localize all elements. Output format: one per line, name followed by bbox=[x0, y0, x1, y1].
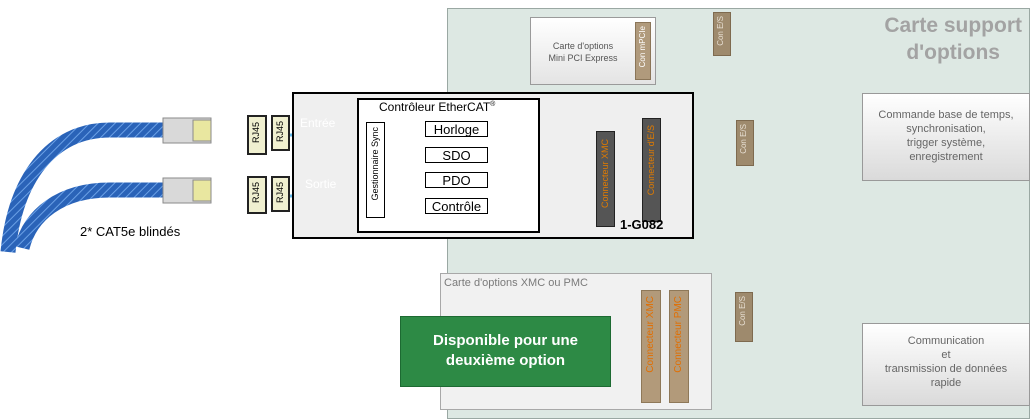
timebase-line3: trigger système, bbox=[906, 137, 986, 149]
io-connector-bottom: Con E/S bbox=[735, 292, 753, 342]
io-connector-mid-label: Con E/S bbox=[739, 124, 748, 154]
block-controle: Contrôle bbox=[425, 198, 488, 214]
controller-title-text: Contrôleur EtherCAT bbox=[379, 100, 491, 114]
cable-plug-rj45-a-label: RJ45 bbox=[251, 122, 261, 144]
support-title-line1: Carte support bbox=[884, 14, 1022, 37]
block-horloge: Horloge bbox=[425, 121, 488, 137]
mini-pci-label-line2: Mini PCI Express bbox=[548, 53, 618, 63]
timebase-line1: Commande base de temps, bbox=[878, 109, 1014, 121]
communication-box: Communication et transmission de données… bbox=[862, 323, 1030, 406]
rj45-output-label: RJ45 bbox=[275, 182, 285, 204]
ethernet-cables bbox=[0, 115, 267, 253]
controller-title: Contrôleur EtherCAT® bbox=[379, 100, 495, 114]
available-line1: Disponible pour une bbox=[433, 332, 578, 349]
controller-code: 1-G082 bbox=[620, 217, 664, 232]
io-connector-mid: Con E/S bbox=[736, 120, 754, 166]
io-connector-bottom-label: Con E/S bbox=[738, 296, 747, 326]
timebase-line2: synchronisation, bbox=[906, 123, 986, 135]
cable-label: 2* CAT5e blindés bbox=[80, 224, 181, 239]
block-pdo: PDO bbox=[425, 172, 488, 188]
block-sdo: SDO bbox=[425, 147, 488, 163]
mini-pci-label: Carte d'options Mini PCI Express bbox=[535, 40, 631, 64]
available-option-slot: Disponible pour une deuxième option bbox=[400, 316, 611, 387]
rj45-output-port: RJ45 bbox=[271, 176, 290, 212]
support-title-line2: d'options bbox=[906, 41, 1000, 64]
support-board-title: Carte support d'options bbox=[884, 12, 1022, 66]
mini-pci-label-line1: Carte d'options bbox=[552, 41, 614, 51]
input-label: Entrée bbox=[300, 116, 336, 130]
rj45-input-port: RJ45 bbox=[271, 115, 290, 151]
xmc-board-pmc-connector: Connecteur PMC bbox=[669, 290, 689, 403]
mini-pci-card: Carte d'options Mini PCI Express Con mPC… bbox=[530, 17, 656, 85]
mpcie-connector-label: Con mPCIe bbox=[638, 26, 647, 68]
io-connector-top-label: Con E/S bbox=[716, 16, 725, 46]
timebase-box: Commande base de temps, synchronisation,… bbox=[862, 93, 1030, 181]
xmc-pmc-card-label: Carte d'options XMC ou PMC bbox=[444, 277, 588, 289]
controller-io-connector: Connecteur d'E/S bbox=[642, 118, 661, 222]
controller-xmc-connector-label: Connecteur XMC bbox=[600, 139, 610, 209]
controller-io-connector-label: Connecteur d'E/S bbox=[646, 125, 656, 196]
controller-xmc-connector: Connecteur XMC bbox=[596, 131, 615, 227]
mpcie-connector: Con mPCIe bbox=[635, 22, 651, 80]
registered-mark: ® bbox=[490, 101, 496, 108]
comm-line1: Communication bbox=[907, 335, 985, 347]
comm-line2: et bbox=[941, 349, 951, 361]
rj45-input-label: RJ45 bbox=[275, 121, 285, 143]
timebase-line4: enregistrement bbox=[909, 151, 983, 163]
io-connector-top: Con E/S bbox=[713, 12, 731, 56]
cable-plug-rj45-b-label: RJ45 bbox=[251, 182, 261, 204]
sync-manager-label: Gestionnaire Sync bbox=[370, 127, 380, 201]
output-label: Sortie bbox=[305, 177, 337, 191]
ethercat-controller-core bbox=[357, 98, 540, 233]
xmc-board-pmc-connector-label: Connecteur PMC bbox=[673, 296, 684, 373]
sync-manager: Gestionnaire Sync bbox=[366, 122, 385, 218]
xmc-board-xmc-connector: Connecteur XMC bbox=[641, 290, 661, 403]
available-line2: deuxième option bbox=[445, 352, 566, 369]
comm-line3: transmission de données bbox=[884, 363, 1008, 375]
xmc-board-xmc-connector-label: Connecteur XMC bbox=[645, 296, 656, 373]
comm-line4: rapide bbox=[930, 377, 962, 389]
